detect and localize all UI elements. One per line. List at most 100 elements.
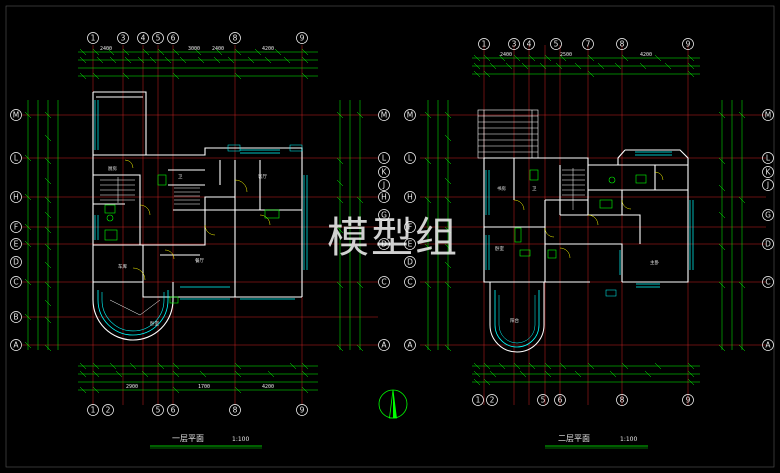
right-floor-plan: 主卧 卧室 书房 卫 阳台 2400 2500 4200 1 3 4 5 7 8… <box>404 38 774 449</box>
dimension-text: 2900 <box>126 384 138 390</box>
axis-bubble: 9 <box>296 404 308 416</box>
svg-text:7: 7 <box>586 40 591 49</box>
svg-text:D: D <box>407 258 413 267</box>
svg-text:H: H <box>381 193 387 202</box>
axis-bubble: L <box>762 152 774 164</box>
right-stair <box>562 168 585 210</box>
svg-text:E: E <box>14 240 19 249</box>
axis-bubble: 8 <box>616 394 628 406</box>
axis-bubble: A <box>762 339 774 351</box>
dimension-text: 2500 <box>560 52 572 58</box>
left-top-dimensions: 2400 3000 2400 4200 <box>100 46 274 52</box>
right-windows <box>485 151 694 297</box>
axis-bubble: 8 <box>616 38 628 50</box>
svg-text:4: 4 <box>141 34 146 43</box>
svg-text:L: L <box>766 154 771 163</box>
svg-text:K: K <box>382 168 388 177</box>
right-top-axis-bubbles: 1 3 4 5 7 8 9 <box>478 38 694 50</box>
axis-bubble: K <box>378 166 390 178</box>
left-stair <box>100 177 200 205</box>
svg-text:6: 6 <box>171 406 176 415</box>
axis-bubble: 2 <box>486 394 498 406</box>
svg-text:A: A <box>765 341 771 350</box>
svg-text:A: A <box>381 341 387 350</box>
left-plan-title: 一层平面 <box>172 434 204 443</box>
watermark-text: 模型组 <box>327 213 459 262</box>
axis-bubble: 2 <box>102 404 114 416</box>
axis-bubble: A <box>378 339 390 351</box>
axis-bubble: C <box>378 276 390 288</box>
svg-text:1: 1 <box>482 40 487 49</box>
room-label: 主卧 <box>650 259 659 266</box>
axis-bubble: B <box>10 311 22 323</box>
axis-bubble: 3 <box>508 38 520 50</box>
left-doors <box>124 159 271 260</box>
left-dimension-lines <box>27 51 361 391</box>
axis-bubble: A <box>404 339 416 351</box>
room-label: 卧室 <box>495 245 504 252</box>
dimension-text: 4200 <box>640 52 652 58</box>
left-bottom-dimensions: 2900 1700 4200 <box>126 384 274 390</box>
axis-bubble: 4 <box>523 38 535 50</box>
right-rightside-axis-bubbles: M L K J G D C A <box>762 109 774 351</box>
svg-text:1: 1 <box>91 406 96 415</box>
right-leftside-axis-bubbles: M L H F E D C A <box>404 109 416 351</box>
svg-text:L: L <box>408 154 413 163</box>
left-windows <box>94 100 308 300</box>
axis-bubble: E <box>404 238 416 250</box>
left-dimension-ticks <box>24 48 364 394</box>
axis-bubble: G <box>762 209 774 221</box>
svg-text:E: E <box>408 240 413 249</box>
room-label: 厨房 <box>108 165 117 172</box>
svg-text:8: 8 <box>233 406 238 415</box>
axis-bubble: J <box>762 179 774 191</box>
svg-text:A: A <box>13 341 19 350</box>
axis-bubble: 3 <box>117 32 129 44</box>
left-rightside-axis-bubbles: M L K J H G D C A <box>378 109 390 351</box>
axis-bubble: G <box>378 209 390 221</box>
right-room-labels: 主卧 卧室 书房 卫 阳台 <box>495 185 659 324</box>
svg-text:6: 6 <box>558 396 563 405</box>
svg-text:8: 8 <box>620 396 625 405</box>
right-pergola <box>477 109 539 159</box>
axis-bubble: L <box>378 152 390 164</box>
svg-text:9: 9 <box>686 40 691 49</box>
svg-text:6: 6 <box>171 34 176 43</box>
room-label: 客厅 <box>258 173 267 180</box>
axis-bubble: D <box>762 238 774 250</box>
axis-bubble: H <box>10 191 22 203</box>
svg-text:M: M <box>407 111 413 120</box>
svg-text:M: M <box>381 111 387 120</box>
axis-bubble: 6 <box>167 32 179 44</box>
svg-text:A: A <box>407 341 413 350</box>
svg-text:J: J <box>766 181 769 190</box>
axis-bubble: F <box>10 221 22 233</box>
axis-bubble: 5 <box>537 394 549 406</box>
svg-text:F: F <box>408 223 412 232</box>
drawing-frame <box>5 5 775 468</box>
axis-bubble: M <box>762 109 774 121</box>
svg-text:B: B <box>13 313 18 322</box>
axis-bubble: E <box>10 238 22 250</box>
right-bottom-axis-bubbles: 1 2 5 6 8 9 <box>472 394 694 406</box>
dimension-text: 2400 <box>100 46 112 52</box>
svg-text:9: 9 <box>686 396 691 405</box>
svg-text:D: D <box>13 258 19 267</box>
left-curved-bay <box>92 267 174 341</box>
svg-text:L: L <box>14 154 19 163</box>
axis-bubble: 9 <box>682 394 694 406</box>
svg-text:C: C <box>407 278 412 287</box>
svg-text:4: 4 <box>527 40 532 49</box>
axis-bubble: 9 <box>682 38 694 50</box>
svg-text:G: G <box>381 211 387 220</box>
axis-bubble: 1 <box>87 404 99 416</box>
axis-bubble: 5 <box>152 404 164 416</box>
svg-text:9: 9 <box>300 406 305 415</box>
axis-bubble: L <box>404 152 416 164</box>
axis-bubble: C <box>10 276 22 288</box>
axis-bubble: C <box>762 276 774 288</box>
axis-bubble: 9 <box>296 32 308 44</box>
axis-bubble: C <box>404 276 416 288</box>
axis-bubble: K <box>762 166 774 178</box>
room-label: 书房 <box>497 185 506 192</box>
